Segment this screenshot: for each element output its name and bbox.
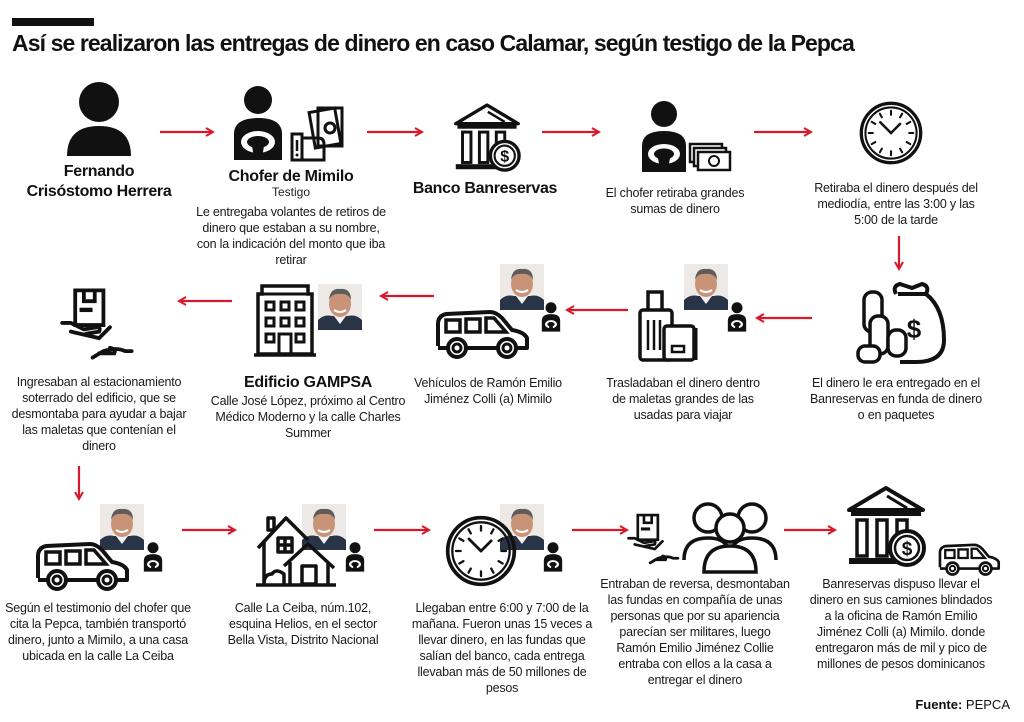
armored-truck-icon bbox=[936, 538, 1002, 578]
arrow-left-1 bbox=[750, 312, 812, 324]
mimilo-photo bbox=[100, 504, 144, 550]
arrow-down-2 bbox=[72, 466, 86, 504]
suv-icon bbox=[32, 534, 132, 594]
maletas-description: Trasladaban el dinero dentro de maletas … bbox=[606, 376, 760, 422]
source-value: PEPCA bbox=[965, 697, 1010, 712]
clock-icon bbox=[444, 514, 518, 588]
person-icon bbox=[64, 80, 134, 156]
driver-icon bbox=[142, 540, 164, 572]
arrow-right-6 bbox=[374, 524, 434, 536]
banco-name: Banco Banreservas bbox=[412, 180, 558, 197]
fernando-name-line1: Fernando bbox=[63, 163, 135, 180]
mimilo-photo bbox=[318, 284, 362, 330]
mimilo-photo bbox=[302, 504, 346, 550]
money-bag-coins-icon: $ bbox=[856, 280, 946, 366]
arrow-down-1 bbox=[892, 236, 906, 274]
source-credit: Fuente: PEPCA bbox=[915, 697, 1010, 712]
arrow-left-3 bbox=[374, 290, 434, 302]
driver-icon bbox=[726, 300, 748, 332]
arrow-right-1 bbox=[160, 126, 218, 138]
driver-icon bbox=[344, 540, 366, 572]
arrow-right-8 bbox=[784, 524, 840, 536]
package-handover-icon bbox=[52, 286, 144, 362]
edificio-description: Calle José López, próximo al Centro Médi… bbox=[210, 394, 406, 440]
chofer-subtitle: Testigo bbox=[271, 185, 311, 199]
package-handover-icon bbox=[624, 512, 684, 566]
mimilo-photo bbox=[500, 264, 544, 310]
driver-with-money-icon bbox=[232, 84, 352, 164]
chofer-description: Le entregaba volantes de retiros de dine… bbox=[196, 205, 386, 267]
horario-tarde-description: Retiraba el dinero después del mediodía,… bbox=[814, 181, 978, 227]
bank-dollar-icon bbox=[444, 100, 530, 176]
horario-manana-description: Llegaban entre 6:00 y 7:00 de la mañana.… bbox=[411, 601, 593, 695]
driver-icon bbox=[542, 540, 564, 572]
svg-text:$: $ bbox=[907, 314, 922, 344]
title-accent-bar bbox=[12, 18, 94, 26]
clock-icon bbox=[858, 100, 924, 166]
arrow-right-5 bbox=[182, 524, 240, 536]
funda-description: El dinero le era entregado en el Banrese… bbox=[810, 376, 982, 422]
entrega-casa-description: Entraban de reversa, desmontaban las fun… bbox=[600, 577, 790, 687]
estacionamiento-description: Ingresaban al estacionamiento soterrado … bbox=[11, 375, 187, 453]
driver-cash-icon bbox=[640, 100, 740, 176]
camiones-blindados-description: Banreservas dispuso llevar el dinero en … bbox=[809, 577, 993, 671]
casa-description: Calle La Ceiba, núm.102, esquina Helios,… bbox=[227, 601, 379, 647]
arrow-right-7 bbox=[572, 524, 632, 536]
building-icon bbox=[252, 282, 318, 358]
vehiculos-description: Vehículos de Ramón Emilio Jiménez Colli … bbox=[414, 376, 562, 406]
suv-icon bbox=[432, 302, 532, 362]
arrow-left-2 bbox=[560, 304, 628, 316]
group-people-icon bbox=[680, 500, 780, 574]
chofer-name: Chofer de Mimilo bbox=[228, 168, 354, 185]
suitcases-icon bbox=[638, 290, 702, 366]
mimilo-photo bbox=[684, 264, 728, 310]
arrow-right-4 bbox=[754, 126, 816, 138]
house-icon bbox=[256, 512, 336, 588]
la-ceiba-traslado-description: Según el testimonio del chofer que cita … bbox=[5, 601, 191, 663]
arrow-left-4 bbox=[172, 295, 232, 307]
arrow-right-2 bbox=[367, 126, 427, 138]
retiro-description: El chofer retiraba grandes sumas de dine… bbox=[605, 186, 745, 216]
fernando-name-line2: Crisóstomo Herrera bbox=[26, 183, 172, 200]
edificio-name: Edificio GAMPSA bbox=[244, 374, 372, 391]
bank-dollar-icon bbox=[838, 482, 934, 572]
infographic-title: Así se realizaron las entregas de dinero… bbox=[12, 30, 855, 56]
arrow-right-3 bbox=[542, 126, 604, 138]
source-label: Fuente: bbox=[915, 697, 963, 712]
driver-icon bbox=[540, 300, 562, 332]
